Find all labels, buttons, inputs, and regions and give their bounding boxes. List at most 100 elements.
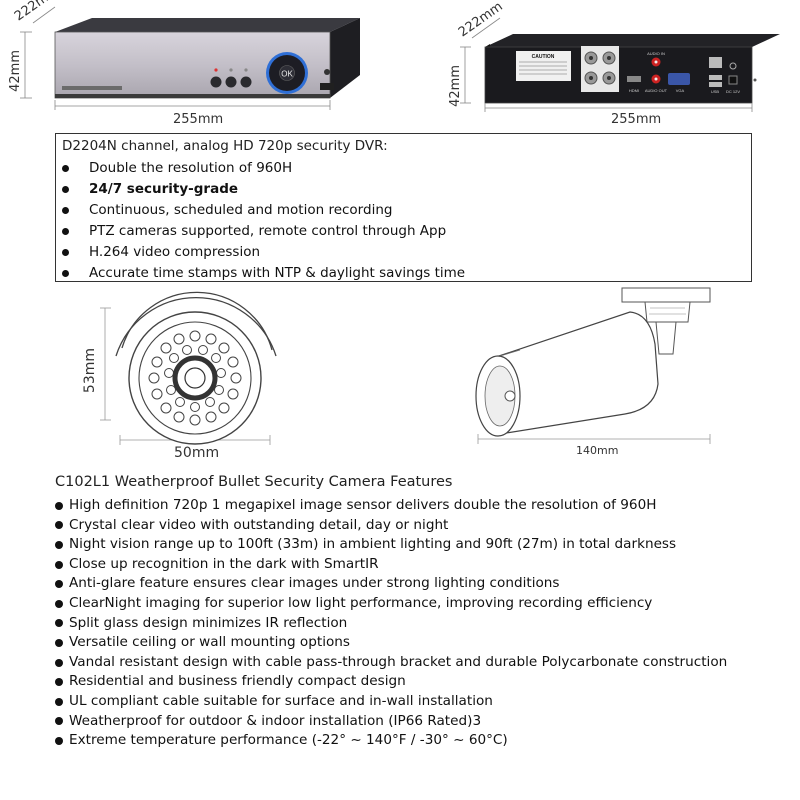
dvr-front-brand-strip: [62, 86, 122, 90]
dvr-front-height-label: 42mm: [8, 50, 23, 92]
dvr-spec-item: Double the resolution of 960H: [62, 158, 465, 179]
camera-mount-arm: [655, 321, 677, 355]
dvr-spec-item: H.264 video compression: [62, 242, 465, 263]
bullet-icon: [55, 501, 63, 510]
bullet-icon: [55, 619, 63, 628]
dvr-rear-view: CAUTION AUDIO IN AUDIO OUT HDMI VGA USB: [400, 0, 800, 130]
camera-front-drawing: [100, 291, 277, 445]
dvr-rear-height-label: 42mm: [448, 65, 463, 107]
bullet-icon: [55, 580, 63, 589]
dvr-spec-item: Accurate time stamps with NTP & daylight…: [62, 263, 465, 284]
dvr-led-2: [229, 68, 233, 72]
camera-side-drawing: [475, 287, 711, 444]
camera-features-list: High definition 720p 1 megapixel image s…: [55, 496, 727, 751]
camera-side-view: 140mm: [460, 284, 730, 464]
dvr-spec-text: Continuous, scheduled and motion recordi…: [89, 202, 393, 218]
bullet-icon: [62, 228, 69, 235]
dvr-button-3: [240, 76, 252, 88]
bullet-icon: [55, 560, 63, 569]
feature-item: ClearNight imaging for superior low ligh…: [55, 594, 727, 614]
feature-item: Weatherproof for outdoor & indoor instal…: [55, 712, 727, 732]
dc-power-jack: [728, 75, 738, 85]
dvr-led-3: [244, 68, 248, 72]
feature-text: Vandal resistant design with cable pass-…: [69, 653, 728, 670]
feature-text: Versatile ceiling or wall mounting optio…: [69, 634, 350, 651]
vga-text: VGA: [676, 88, 685, 93]
bullet-icon: [55, 658, 63, 667]
bullet-icon: [55, 599, 63, 608]
dvr-spec-list: Double the resolution of 960H 24/7 secur…: [62, 158, 465, 284]
bullet-icon: [55, 697, 63, 706]
vga-port: [668, 73, 690, 85]
bullet-icon: [55, 717, 63, 726]
dvr-rear-width-label: 255mm: [611, 112, 662, 127]
feature-text: Weatherproof for outdoor & indoor instal…: [69, 712, 482, 729]
bullet-icon: [62, 207, 69, 214]
dvr-spec-item: PTZ cameras supported, remote control th…: [62, 221, 465, 242]
feature-text: Residential and business friendly compac…: [69, 673, 406, 690]
camera-body: [489, 311, 659, 435]
dvr-front-side-face: [330, 18, 360, 98]
dvr-rear-drawing: CAUTION AUDIO IN AUDIO OUT HDMI VGA USB: [460, 17, 780, 112]
bullet-icon: [62, 165, 69, 172]
feature-item: Residential and business friendly compac…: [55, 672, 727, 692]
dvr-front-view: OK 255mm 42mm 222mm: [0, 0, 400, 130]
feature-item: Close up recognition in the dark with Sm…: [55, 555, 727, 575]
hdmi-text: HDMI: [629, 88, 639, 93]
audio-in-text: AUDIO IN: [647, 51, 665, 56]
ethernet-port: [709, 57, 722, 68]
dvr-spec-text: 24/7 security-grade: [89, 181, 239, 197]
feature-item: Night vision range up to 100ft (33m) in …: [55, 535, 727, 555]
dvr-spec-text: PTZ cameras supported, remote control th…: [89, 223, 447, 239]
dvr-spec-text: Double the resolution of 960H: [89, 160, 293, 176]
bullet-icon: [55, 521, 63, 530]
bullet-icon: [55, 638, 63, 647]
feature-text: Anti-glare feature ensures clear images …: [69, 575, 560, 592]
usb-text: USB: [711, 89, 720, 94]
dvr-button-1: [210, 76, 222, 88]
feature-item: High definition 720p 1 megapixel image s…: [55, 496, 727, 516]
camera-front-view: 53mm 50mm: [80, 290, 300, 470]
feature-item: Versatile ceiling or wall mounting optio…: [55, 633, 727, 653]
dvr-front-width-label: 255mm: [173, 112, 224, 127]
feature-text: Night vision range up to 100ft (33m) in …: [69, 536, 677, 553]
camera-features-title: C102L1 Weatherproof Bullet Security Came…: [55, 474, 453, 490]
feature-text: Extreme temperature performance (-22° ~ …: [69, 732, 508, 749]
feature-item: Anti-glare feature ensures clear images …: [55, 574, 727, 594]
caution-sticker-text: CAUTION: [532, 54, 555, 60]
feature-item: Vandal resistant design with cable pass-…: [55, 653, 727, 673]
dvr-rear-top-face: [485, 34, 780, 47]
bullet-icon: [62, 249, 69, 256]
bullet-icon: [62, 186, 69, 193]
dvr-ok-text: OK: [281, 70, 293, 79]
dvr-front-usb-port: [320, 83, 334, 90]
bullet-icon: [55, 540, 63, 549]
dvr-spec-text: Accurate time stamps with NTP & daylight…: [89, 265, 466, 281]
bullet-icon: [55, 678, 63, 687]
camera-side-length-label: 140mm: [576, 444, 619, 457]
dvr-led-1: [214, 68, 218, 72]
dvr-spec-box: D2204N channel, analog HD 720p security …: [55, 133, 752, 282]
bnc-panel: [581, 46, 619, 92]
camera-mount-plate: [621, 287, 711, 303]
feature-item: Crystal clear video with outstanding det…: [55, 516, 727, 536]
feature-text: UL compliant cable suitable for surface …: [69, 692, 493, 709]
feature-text: Crystal clear video with outstanding det…: [69, 516, 449, 533]
dvr-spec-item: 24/7 security-grade: [62, 179, 465, 200]
dvr-spec-title: D2204N channel, analog HD 720p security …: [62, 138, 388, 154]
hdmi-port: [627, 76, 641, 82]
usb-port-2: [709, 82, 722, 87]
feature-text: Close up recognition in the dark with Sm…: [69, 555, 379, 572]
dc-text: DC 12V: [726, 89, 740, 94]
bullet-icon: [62, 270, 69, 277]
feature-text: High definition 720p 1 megapixel image s…: [69, 497, 657, 513]
bullet-icon: [55, 736, 63, 745]
camera-front-height-label: 53mm: [82, 348, 98, 394]
dvr-front-drawing: OK: [20, 6, 360, 110]
usb-port-1: [709, 75, 722, 80]
dvr-front-top-face: [55, 18, 360, 32]
feature-item: Extreme temperature performance (-22° ~ …: [55, 731, 727, 751]
ground-screw: [729, 62, 737, 70]
dvr-spec-text: H.264 video compression: [89, 244, 261, 260]
camera-front-width-label: 50mm: [174, 445, 220, 461]
